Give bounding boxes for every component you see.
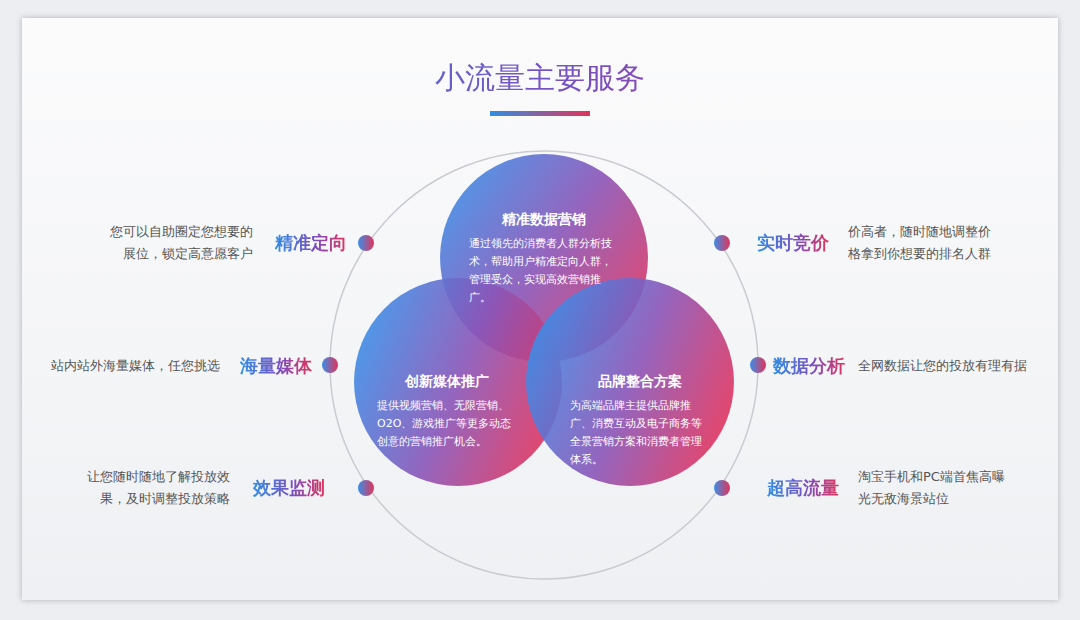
ring-dot	[322, 357, 338, 373]
ring-dot	[358, 235, 374, 251]
feature-description: 站内站外海量媒体，任您挑选	[51, 355, 220, 377]
feature-heading: 数据分析	[773, 353, 845, 379]
venn-circle: 品牌整合方案为高端品牌主提供品牌推广、消费互动及电子商务等全景营销方案和消费者管…	[525, 277, 735, 487]
feature-heading: 精准定向	[275, 230, 347, 256]
circle-heading: 品牌整合方案	[570, 370, 710, 392]
circle-heading: 创新媒体推广	[377, 370, 517, 392]
feature-heading: 效果监测	[253, 475, 325, 501]
outer-ring	[330, 151, 758, 579]
ring-dot	[714, 235, 730, 251]
circle-text: 创新媒体推广提供视频营销、无限营销、O2O、游戏推广等更多动态创意的营销推广机会…	[377, 370, 517, 451]
circle-text: 品牌整合方案为高端品牌主提供品牌推广、消费互动及电子商务等全景营销方案和消费者管…	[570, 370, 710, 469]
ring-dot	[750, 357, 766, 373]
feature-heading: 实时竞价	[757, 230, 829, 256]
circle-body: 提供视频营销、无限营销、O2O、游戏推广等更多动态创意的营销推广机会。	[377, 397, 517, 451]
title-underline	[490, 111, 590, 116]
circle-body: 为高端品牌主提供品牌推广、消费互动及电子商务等全景营销方案和消费者管理体系。	[570, 397, 710, 469]
circle-body: 通过领先的消费者人群分析技术，帮助用户精准定向人群，管理受众，实现高效营销推广。	[469, 235, 619, 307]
feature-heading: 海量媒体	[240, 353, 312, 379]
ring-dot	[358, 480, 374, 496]
feature-heading: 超高流量	[767, 475, 839, 501]
circle-text: 精准数据营销通过领先的消费者人群分析技术，帮助用户精准定向人群，管理受众，实现高…	[469, 208, 619, 307]
feature-description: 全网数据让您的投放有理有据	[858, 355, 1027, 377]
feature-description: 让您随时随地了解投放效果，及时调整投放策略	[82, 466, 230, 510]
ring-dot	[714, 480, 730, 496]
feature-description: 您可以自助圈定您想要的展位，锁定高意愿客户	[105, 221, 253, 265]
circle-heading: 精准数据营销	[469, 208, 619, 230]
diagram-title: 小流量主要服务	[0, 58, 1080, 98]
feature-description: 淘宝手机和PC端首焦高曝光无敌海景站位	[858, 466, 1008, 510]
feature-description: 价高者，随时随地调整价格拿到你想要的排名人群	[848, 221, 998, 265]
